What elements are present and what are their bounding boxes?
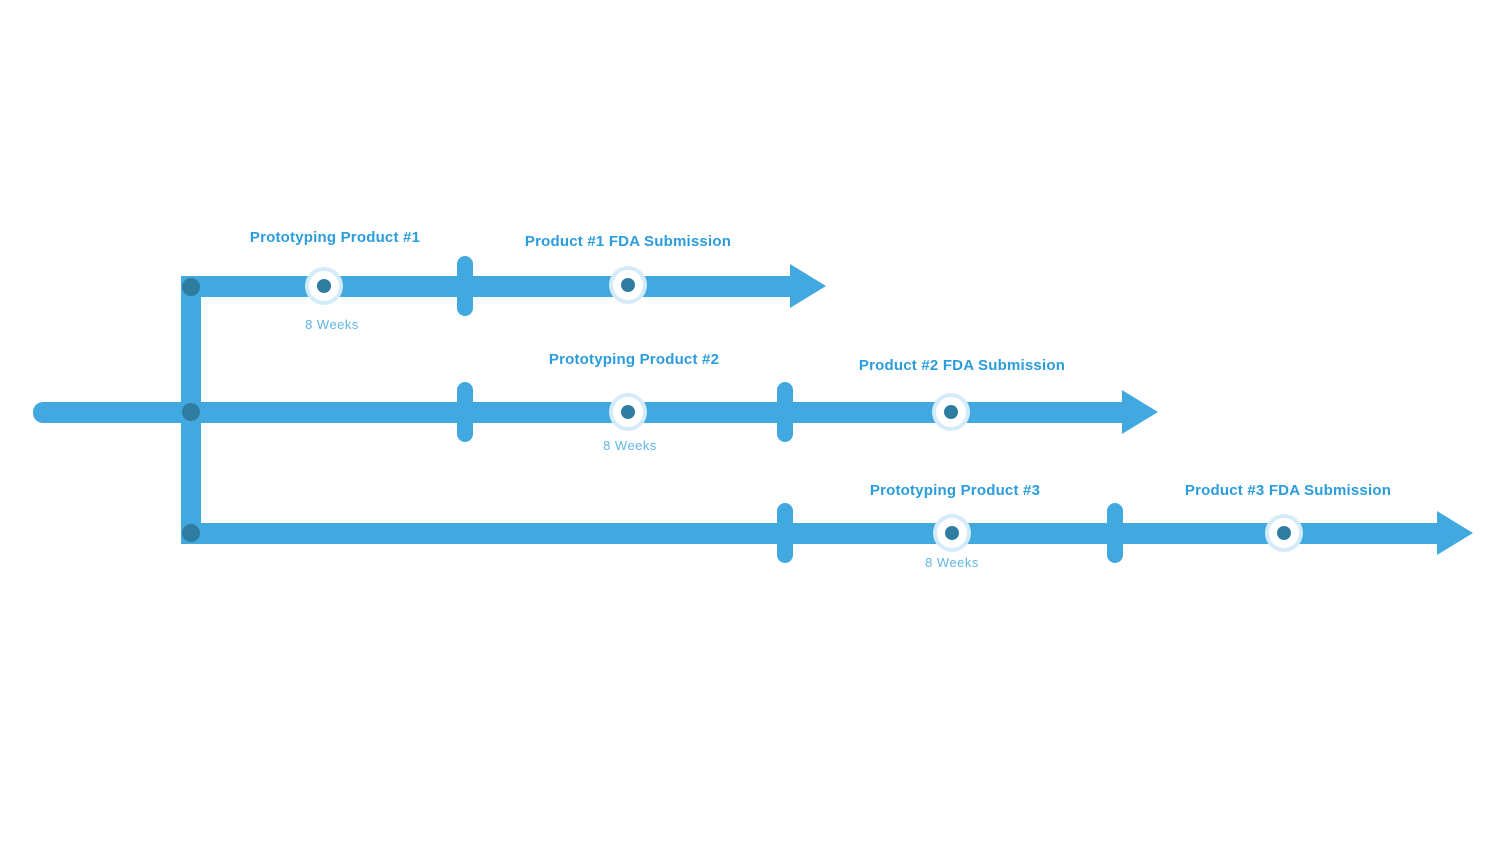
tick-mark [777, 503, 793, 563]
milestone-marker [613, 397, 643, 427]
duration-label: 8 Weeks [925, 555, 979, 570]
milestone-marker [1269, 518, 1299, 548]
phase-label-prototyping-1: Prototyping Product #1 [249, 229, 421, 246]
duration-label: 8 Weeks [305, 317, 359, 332]
milestone-marker [613, 270, 643, 300]
phase-label-prototyping-2: Prototyping Product #2 [548, 351, 720, 368]
tick-mark [457, 382, 473, 442]
arrowhead-icon [1122, 390, 1158, 434]
milestone-dot-icon [1277, 526, 1291, 540]
timeline-bar [33, 402, 1122, 423]
tick-mark [777, 382, 793, 442]
milestone-marker [936, 397, 966, 427]
tick-mark [457, 256, 473, 316]
milestone-marker [937, 518, 967, 548]
milestone-marker [309, 271, 339, 301]
arrowhead-icon [1437, 511, 1473, 555]
phase-label-fda-2: Product #2 FDA Submission [858, 357, 1066, 374]
milestone-dot-icon [317, 279, 331, 293]
milestone-dot-icon [945, 526, 959, 540]
milestone-dot-icon [944, 405, 958, 419]
phase-label-prototyping-3: Prototyping Product #3 [869, 482, 1041, 499]
arrowhead-icon [790, 264, 826, 308]
milestone-dot-icon [621, 405, 635, 419]
timeline-bar [181, 523, 1437, 544]
phase-label-fda-3: Product #3 FDA Submission [1184, 482, 1392, 499]
tick-mark [1107, 503, 1123, 563]
duration-label: 8 Weeks [603, 438, 657, 453]
timeline-bar [181, 276, 790, 297]
phase-label-fda-1: Product #1 FDA Submission [524, 233, 732, 250]
branch-joint-dot [182, 403, 200, 421]
branch-joint-dot [182, 278, 200, 296]
branch-joint-dot [182, 524, 200, 542]
milestone-dot-icon [621, 278, 635, 292]
